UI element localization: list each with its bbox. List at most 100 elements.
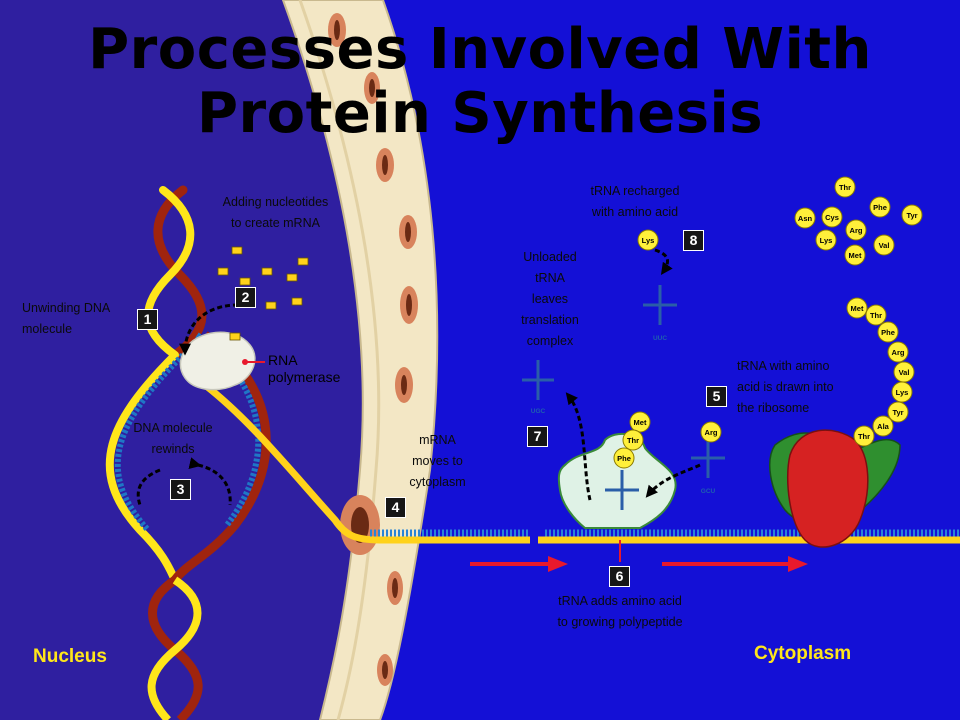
amino-acid [845,219,867,241]
step-6-caption: tRNA adds amino acid to growing polypept… [540,591,700,633]
amino-acid [844,244,866,266]
step-5-badge: 5 [706,386,727,407]
nuclear-pore [405,222,411,242]
amino-acid [637,229,659,251]
trna-incoming [691,438,725,478]
nuclear-pore [392,578,398,598]
caption-line: translation [521,313,579,327]
amino-acid-pool: Thr Asn Cys Phe Tyr Lys Arg Val Met [794,176,923,266]
amino-acid [622,429,644,451]
amino-acid [794,207,816,229]
free-nucleotide [217,267,229,276]
caption-line: tRNA adds amino acid [558,594,682,608]
nuclear-pore [401,375,407,395]
nuclear-pore [382,661,388,679]
dna-strand-yellow-lower [147,576,202,720]
amino-acid [873,234,895,256]
amino-acid [887,341,909,363]
step-2-badge: 2 [235,287,256,308]
ribosome-small-subunit [787,429,869,548]
arrow-rewind-left [136,468,161,506]
arrow-nucleotide-add [179,303,239,356]
dna-strand-red [153,185,207,360]
amino-acid-label: Phe [881,328,895,337]
amino-acid [869,196,891,218]
cytoplasm-label: Cytoplasm [754,643,852,664]
caption-line: tRNA [535,271,565,285]
step-5-caption: tRNA with amino acid is drawn into the r… [737,356,834,419]
amino-acid [629,411,651,433]
process-arrows [136,248,701,506]
amino-acid-label: Asn [798,214,813,223]
step-3-badge: 3 [170,479,191,500]
free-nucleotide [261,267,273,276]
caption-line: molecule [22,322,73,336]
nucleus-label: Nucleus [33,646,107,667]
caption-line: mRNA [419,433,456,447]
rna-polymerase-label-line: RNA [268,352,298,368]
nuclear-pore [382,155,388,175]
anticodon-label: GCU [701,488,716,495]
step-2-caption: Adding nucleotides to create mRNA [208,192,343,234]
dna-template-bases [114,352,186,533]
step-1-caption: Unwinding DNA molecule [22,298,110,340]
step-7-badge: 7 [527,426,548,447]
step-7-caption: Unloaded tRNA leaves translation complex [510,247,590,352]
amino-acid-label: Thr [839,183,851,192]
caption-line: DNA molecule [133,421,213,435]
caption-line: rewinds [151,442,195,456]
trna-recharged [643,285,677,325]
arrow-trna-recharge [654,248,673,275]
direction-arrow-head [548,556,568,572]
amino-acid [613,447,635,469]
free-nucleotide [239,277,251,286]
amino-acid [887,401,909,423]
step-6-badge: 6 [609,566,630,587]
trna-molecules [522,285,725,510]
amino-acid-label: Met [851,304,864,313]
free-nucleotide [297,257,309,266]
peptidyl-site-amino-acids: Met Thr Phe Arg Lys [613,229,722,469]
step-3-caption: DNA molecule rewinds [118,418,228,460]
amino-acid [872,415,894,437]
caption-line: acid is drawn into [737,380,834,394]
title-line-2: Protein Synthesis [196,81,764,146]
amino-acid-label: Ala [877,422,890,431]
caption-line: to growing polypeptide [557,615,683,629]
mrna-strand-nucleus [202,382,530,544]
dna-unwound-yellow [105,352,179,582]
ribosome [769,429,901,548]
amino-acid-label: Thr [870,311,882,320]
free-nucleotide [291,297,303,306]
amino-acid [846,297,868,319]
caption-line: moves to [412,454,463,468]
amino-acid-label: Met [849,251,862,260]
rna-polymerase-pointer-dot [242,359,248,365]
amino-acid-label: Tyr [906,211,917,220]
amino-acid-label: Met [634,418,647,427]
rna-polymerase-label-line: polymerase [268,369,341,385]
trna-exiting [522,360,554,400]
nuclear-pores [328,13,418,686]
caption-line: tRNA recharged [590,184,680,198]
amino-acid-label: Arg [705,428,718,437]
free-nucleotide [286,273,298,282]
caption-line: to create mRNA [231,216,320,230]
caption-line: Adding nucleotides [222,195,329,209]
amino-acid [877,321,899,343]
amino-acid [834,176,856,198]
trna-at-site [605,470,639,510]
rna-polymerase-label: RNA polymerase [268,352,340,386]
amino-acid-label: Phe [873,203,887,212]
anticodon-label: UGC [531,408,546,415]
amino-acid-label: Val [899,368,910,377]
free-nucleotide [265,301,277,310]
amino-acid-label: Cys [825,213,839,222]
amino-acid [821,206,843,228]
caption-line: Unwinding DNA [22,301,111,315]
step-4-badge: 4 [385,497,406,518]
amino-acid-label: Phe [617,454,631,463]
amino-acid-label: Arg [892,348,905,357]
